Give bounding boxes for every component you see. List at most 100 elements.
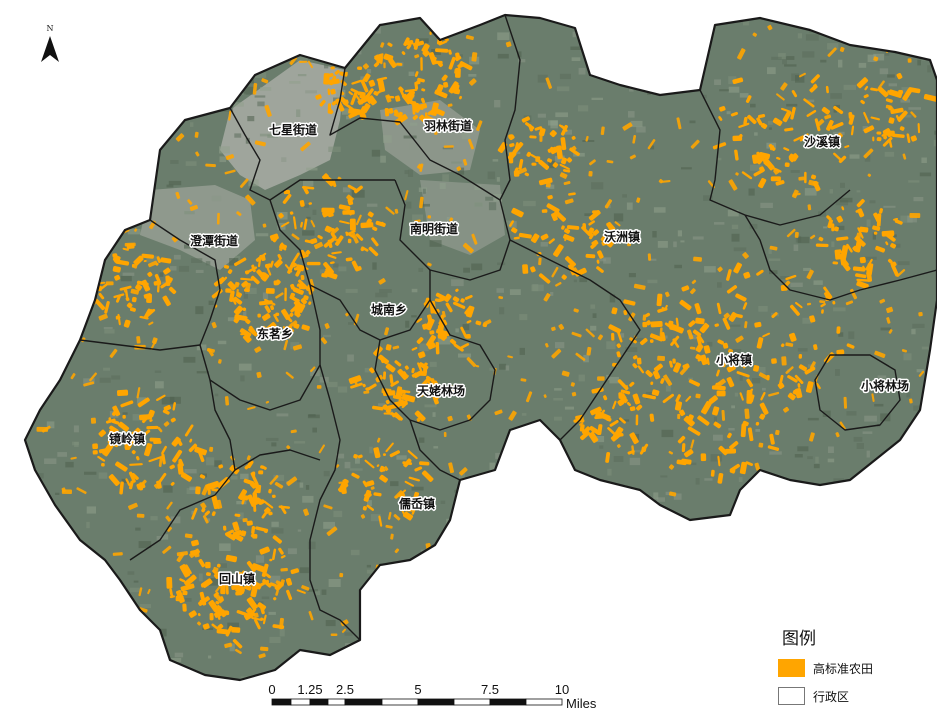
- terrain-speck: [98, 472, 108, 479]
- farmland-patch: [364, 459, 375, 469]
- farmland-patch: [180, 583, 195, 592]
- scale-segment: [489, 698, 527, 706]
- terrain-speck: [136, 397, 147, 404]
- terrain-speck: [107, 215, 118, 218]
- farmland-patch: [124, 439, 134, 450]
- farmland-patch: [382, 453, 387, 457]
- terrain-speck: [733, 550, 737, 556]
- farmland-patch: [83, 381, 95, 387]
- farmland-patch: [290, 429, 297, 434]
- farmland-patch: [795, 302, 803, 309]
- farmland-patch: [846, 343, 855, 349]
- farmland-patch: [278, 212, 284, 219]
- farmland-patch: [321, 207, 335, 214]
- terrain-speck: [591, 3, 599, 6]
- farmland-patch: [265, 288, 275, 294]
- farmland-patch: [427, 262, 432, 267]
- farmland-patch: [756, 337, 764, 349]
- farmland-patch: [792, 389, 798, 395]
- farmland-patch: [184, 424, 194, 437]
- farmland-patch: [910, 111, 917, 118]
- boundary-chengtan-dongming: [149, 219, 221, 346]
- farmland-patch: [64, 253, 70, 258]
- farmland-patch: [679, 409, 686, 417]
- farmland-patch: [108, 474, 120, 486]
- farmland-patch: [419, 461, 430, 466]
- farmland-patch: [282, 193, 292, 204]
- farmland-patch: [98, 429, 106, 437]
- farmland-patch: [701, 400, 712, 415]
- terrain-speck: [245, 12, 251, 15]
- farmland-patch: [271, 494, 276, 498]
- farmland-patch: [242, 307, 247, 312]
- terrain-speck: [474, 202, 483, 207]
- farmland-patch: [272, 535, 282, 544]
- farmland-patch: [836, 596, 841, 601]
- farmland-patch: [512, 142, 524, 154]
- terrain-speck: [333, 263, 339, 268]
- farmland-patch: [886, 317, 891, 324]
- terrain-speck: [625, 347, 638, 352]
- terrain-speck: [906, 392, 911, 398]
- farmland-patch: [92, 258, 99, 265]
- farmland-patch: [197, 613, 201, 617]
- farmland-patch: [764, 480, 774, 489]
- farmland-patch: [657, 355, 666, 362]
- farmland-patch: [632, 363, 638, 369]
- farmland-patch: [101, 463, 105, 467]
- farmland-patch: [323, 237, 336, 248]
- farmland-patch: [743, 271, 751, 279]
- farmland-patch: [670, 324, 684, 334]
- farmland-patch: [538, 127, 546, 137]
- farmland-patch: [538, 159, 550, 170]
- farmland-patch: [679, 366, 689, 376]
- farmland-patch: [712, 142, 727, 150]
- farmland-patch: [528, 124, 534, 132]
- terrain-speck: [181, 675, 192, 680]
- farmland-patch: [376, 76, 388, 82]
- farmland-patch: [855, 273, 867, 279]
- farmland-patch: [62, 23, 71, 31]
- farmland-patch: [551, 212, 558, 221]
- farmland-patch: [404, 365, 409, 370]
- terrain-speck: [312, 427, 317, 433]
- farmland-patch: [134, 631, 143, 634]
- terrain-speck: [45, 112, 58, 118]
- farmland-patch: [826, 215, 832, 221]
- farmland-patch: [283, 189, 291, 195]
- terrain-speck: [450, 584, 455, 588]
- terrain-speck: [626, 202, 633, 210]
- terrain-speck: [211, 88, 224, 95]
- farmland-patch: [64, 549, 75, 552]
- farmland-patch: [280, 567, 288, 572]
- terrain-speck: [486, 578, 496, 585]
- terrain-speck: [519, 347, 525, 355]
- terrain-speck: [594, 436, 605, 443]
- farmland-patch: [815, 243, 829, 248]
- farmland-patch: [394, 114, 408, 126]
- terrain-speck: [793, 490, 798, 496]
- boundary-ruxi: [309, 364, 461, 641]
- farmland-patch: [597, 601, 606, 610]
- farmland-patch: [448, 462, 455, 474]
- farmland-patch: [129, 463, 143, 466]
- farmland-patch: [669, 512, 675, 521]
- farmland-patch: [306, 261, 321, 266]
- terrain-speck: [191, 510, 195, 515]
- terrain-speck: [866, 450, 870, 458]
- terrain-speck: [893, 234, 897, 238]
- terrain-speck: [537, 74, 548, 83]
- terrain-speck: [505, 365, 510, 371]
- terrain-speck: [807, 23, 820, 28]
- farmland-patch: [815, 544, 819, 555]
- terrain-speck: [905, 618, 913, 623]
- terrain-speck: [184, 469, 197, 474]
- terrain-speck: [755, 429, 761, 432]
- farmland-patch: [441, 662, 452, 667]
- terrain-speck: [769, 451, 782, 455]
- farmland-patch: [261, 563, 269, 578]
- farmland-patch: [568, 481, 573, 484]
- terrain-speck: [451, 279, 464, 287]
- farmland-patch: [787, 605, 797, 612]
- farmland-patch: [168, 286, 177, 295]
